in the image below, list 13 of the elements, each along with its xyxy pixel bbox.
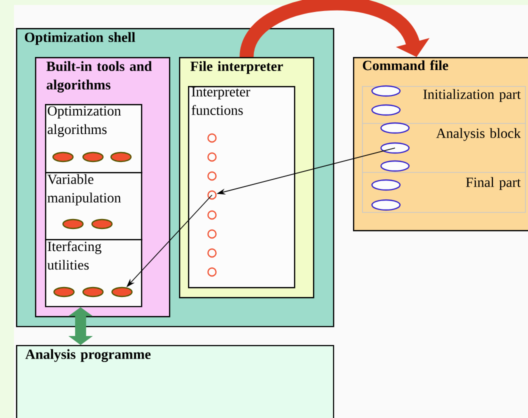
module-box: Optimization algorithms <box>45 104 142 174</box>
oval-icon <box>111 286 133 298</box>
module-box: Variable manipulation <box>45 172 142 240</box>
file-section: Final part <box>362 172 526 213</box>
double-arrow <box>68 307 93 345</box>
file-section: Analysis block <box>362 123 526 173</box>
curved-arrow <box>240 0 430 58</box>
circle-icon <box>207 190 217 200</box>
module-box: Interpreter functions <box>188 86 296 288</box>
oval-icon <box>380 142 410 154</box>
module-box: Iterfacing utilities <box>45 239 142 308</box>
panel: Analysis programme <box>16 344 334 418</box>
file-section: Initialization part <box>362 86 526 124</box>
